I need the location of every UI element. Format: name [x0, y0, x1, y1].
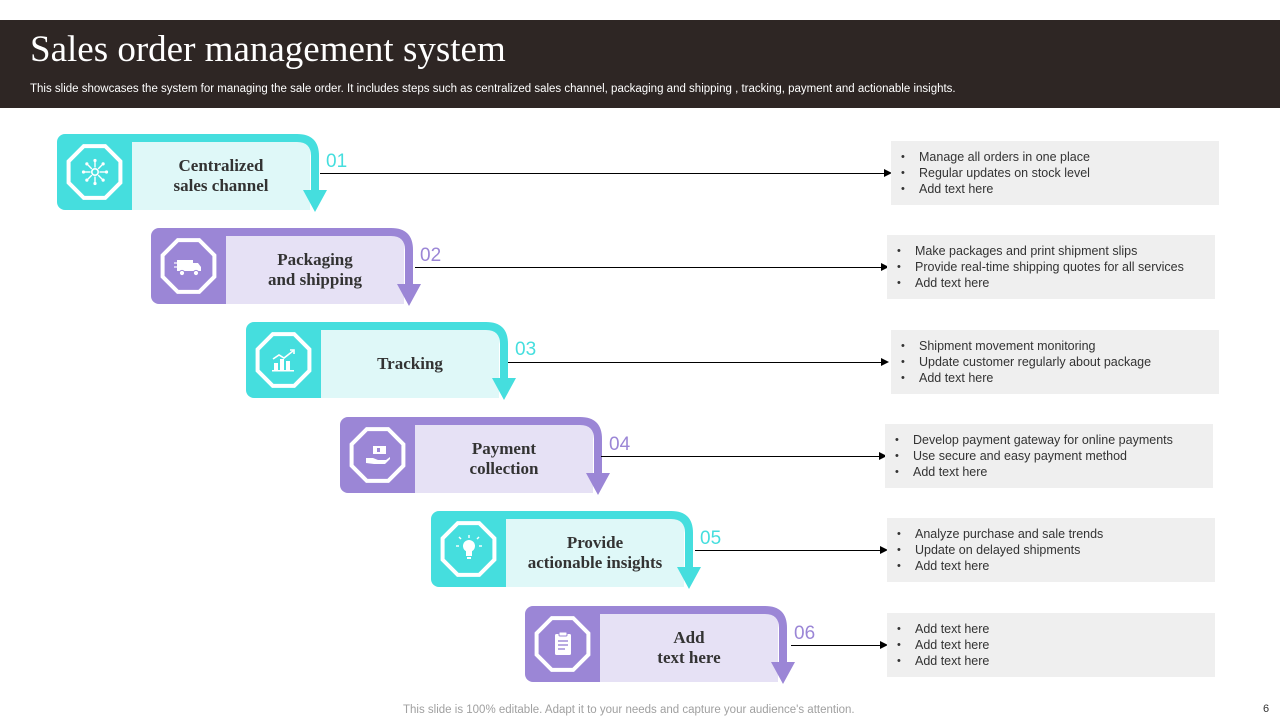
bullet-item: Shipment movement monitoring	[901, 338, 1219, 354]
step-number: 02	[420, 245, 442, 266]
step-label-background	[600, 614, 778, 682]
step-number: 04	[609, 434, 631, 455]
bullet-item: Update customer regularly about package	[901, 354, 1219, 370]
bullet-item: Add text here	[897, 558, 1215, 574]
step-octagon	[160, 238, 217, 294]
step-arrow-frame	[415, 417, 610, 495]
process-step: Tracking 03	[246, 322, 536, 402]
step-label: Packaging and shipping	[267, 250, 363, 289]
connector-arrow	[601, 452, 887, 460]
clipboard-icon	[555, 631, 571, 655]
bullet-list: Develop payment gateway for online payme…	[885, 424, 1213, 480]
bullet-item: Update on delayed shipments	[897, 542, 1215, 558]
step-arrow-frame	[506, 511, 701, 589]
network-hub-icon	[81, 158, 109, 186]
connector-arrow	[695, 546, 888, 554]
step-octagon	[255, 332, 312, 388]
bullet-item: Manage all orders in one place	[901, 149, 1219, 165]
step-details-box: Analyze purchase and sale trendsUpdate o…	[887, 518, 1215, 582]
bullet-item: Add text here	[897, 637, 1215, 653]
step-label: Centralized sales channel	[173, 156, 269, 195]
bullet-item: Add text here	[895, 464, 1213, 480]
step-arrow-frame	[321, 322, 516, 400]
step-arrow-frame	[132, 134, 327, 212]
step-details-box: Develop payment gateway for online payme…	[885, 424, 1213, 488]
lightbulb-icon	[456, 535, 482, 559]
process-step: Centralized sales channel 01	[57, 134, 347, 214]
step-octagon	[66, 144, 123, 200]
growth-chart-icon	[272, 349, 295, 372]
bullet-item: Provide real-time shipping quotes for al…	[897, 259, 1215, 275]
step-label: Tracking	[377, 354, 443, 373]
step-number: 03	[515, 339, 537, 360]
bullet-item: Use secure and easy payment method	[895, 448, 1213, 464]
bullet-item: Add text here	[901, 181, 1219, 197]
bullet-item: Add text here	[897, 275, 1215, 291]
process-step: Packaging and shipping 02	[151, 228, 441, 308]
step-octagon	[534, 616, 591, 672]
bullet-item: Add text here	[901, 370, 1219, 386]
process-step: Provide actionable insights 05	[431, 511, 721, 591]
step-number: 05	[700, 528, 722, 549]
slide-subtitle: This slide showcases the system for mana…	[30, 83, 956, 95]
step-octagon	[349, 427, 406, 483]
step-octagon	[440, 521, 497, 577]
step-label: Payment collection	[469, 439, 539, 478]
step-details-box: Manage all orders in one placeRegular up…	[891, 141, 1219, 205]
connector-arrow	[320, 169, 892, 177]
bullet-item: Develop payment gateway for online payme…	[895, 432, 1213, 448]
step-label-background	[415, 425, 593, 493]
step-arrow-frame	[600, 606, 795, 684]
bullet-item: Add text here	[897, 653, 1215, 669]
step-label: Provide actionable insights	[527, 533, 663, 572]
step-number: 01	[326, 151, 348, 172]
step-label: Add text here	[657, 628, 721, 667]
connector-arrow	[415, 263, 889, 271]
process-step: Payment collection 04	[340, 417, 630, 497]
bullet-item: Make packages and print shipment slips	[897, 243, 1215, 259]
bullet-list: Make packages and print shipment slipsPr…	[887, 235, 1215, 291]
footer-note: This slide is 100% editable. Adapt it to…	[403, 704, 855, 716]
process-step: Add text here 06	[525, 606, 815, 686]
step-details-box: Make packages and print shipment slipsPr…	[887, 235, 1215, 299]
delivery-truck-icon	[174, 260, 201, 277]
connector-arrow	[508, 358, 889, 366]
step-label-background	[506, 519, 684, 587]
bullet-item: Add text here	[897, 621, 1215, 637]
step-arrow-frame	[226, 228, 421, 306]
title-bar: Sales order management system This slide…	[0, 20, 1280, 108]
bullet-item: Regular updates on stock level	[901, 165, 1219, 181]
payment-hand-icon	[366, 446, 390, 464]
slide-title: Sales order management system	[30, 29, 506, 70]
bullet-list: Shipment movement monitoringUpdate custo…	[891, 330, 1219, 386]
page-number: 6	[1263, 703, 1270, 715]
bullet-list: Analyze purchase and sale trendsUpdate o…	[887, 518, 1215, 574]
connector-arrow	[791, 641, 888, 649]
step-label-background	[226, 236, 404, 304]
step-details-box: Shipment movement monitoringUpdate custo…	[891, 330, 1219, 394]
step-label-background	[132, 142, 310, 210]
step-label-background	[321, 330, 499, 398]
bullet-item: Analyze purchase and sale trends	[897, 526, 1215, 542]
step-number: 06	[794, 623, 816, 644]
bullet-list: Manage all orders in one placeRegular up…	[891, 141, 1219, 197]
